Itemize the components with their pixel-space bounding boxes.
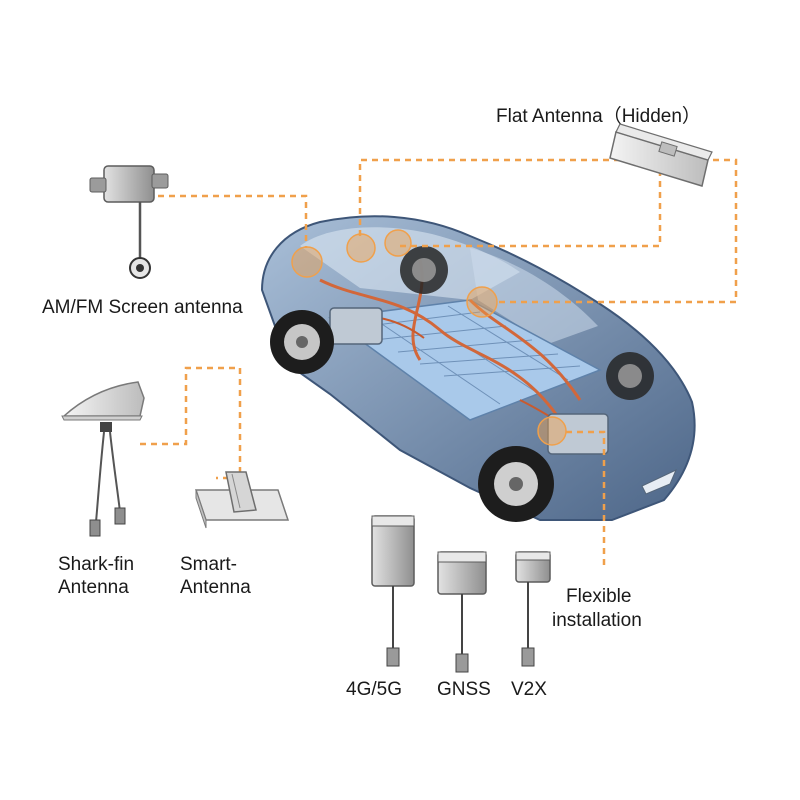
- headlight: [641, 468, 677, 495]
- rear-motor: [329, 307, 383, 345]
- label-4g5g: 4G/5G: [346, 679, 402, 700]
- shark-fin-device: [61, 381, 145, 537]
- hotspot-front-bay: [537, 416, 567, 446]
- leader-line-shark-smart: [140, 366, 242, 480]
- module-v2x-device: [515, 551, 551, 667]
- car-windshield: [470, 248, 598, 344]
- front-motor: [547, 413, 609, 455]
- label-smart-line1: Smart-: [180, 554, 237, 575]
- leader-line-flat-antenna-2: [400, 170, 662, 248]
- label-flat-antenna: Flat Antenna（Hidden）: [496, 106, 701, 127]
- label-gnss: GNSS: [437, 679, 491, 700]
- front-wheel-far: [606, 352, 654, 400]
- label-shark-fin-line2: Antenna: [58, 577, 129, 598]
- front-wheel: [478, 446, 554, 522]
- label-shark-fin-line1: Shark-fin: [58, 554, 135, 575]
- label-flexible-line2: installation: [552, 610, 642, 631]
- rear-wheel-far: [400, 246, 448, 294]
- amfm-antenna-device: [89, 165, 169, 279]
- label-flexible-line1: Flexible: [566, 586, 632, 607]
- leader-line-flexible: [566, 430, 606, 568]
- hotspot-roof-left: [346, 233, 376, 263]
- label-amfm-screen-antenna: AM/FM Screen antenna: [42, 297, 243, 318]
- label-smart-line2: Antenna: [180, 577, 251, 598]
- car-cutaway: [260, 215, 696, 522]
- smart-antenna-device: [194, 471, 290, 529]
- hotspot-roof-right: [384, 229, 412, 257]
- leader-line-amfm: [158, 194, 308, 248]
- flat-antenna-device: [609, 123, 713, 187]
- rear-wheel: [270, 310, 334, 374]
- module-4g5g-device: [371, 515, 415, 667]
- leader-line-flat-antenna: [358, 158, 738, 304]
- hotspot-windshield: [466, 286, 498, 318]
- module-gnss-device: [437, 551, 487, 673]
- label-v2x: V2X: [511, 679, 547, 700]
- hotspots: [291, 229, 567, 446]
- hotspot-rear-screen: [291, 246, 323, 278]
